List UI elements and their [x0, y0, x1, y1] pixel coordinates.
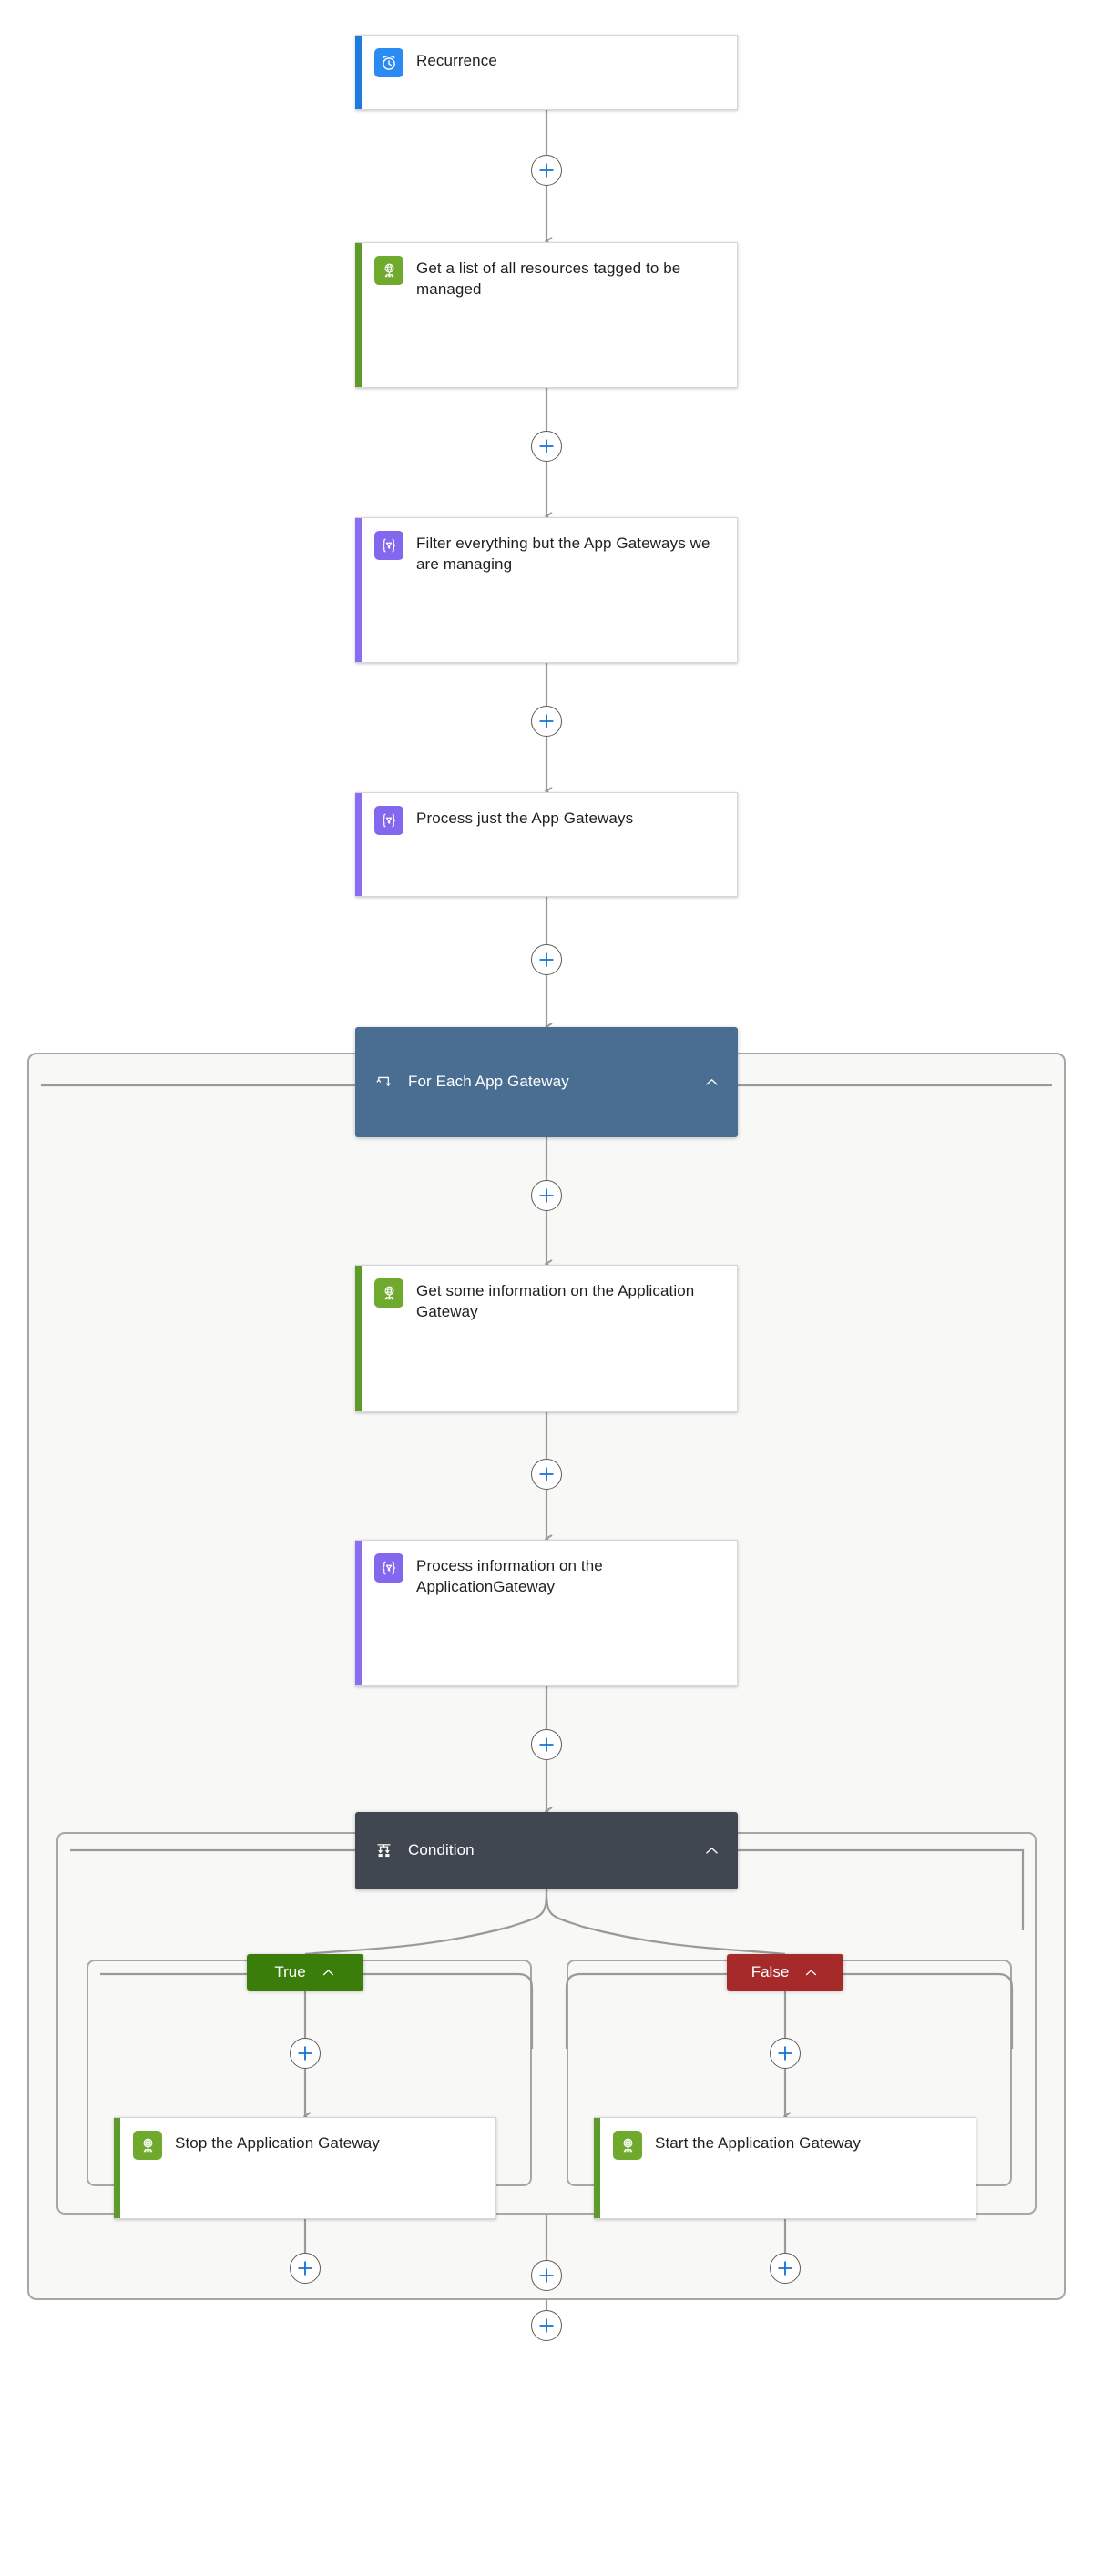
azure-resource-globe-icon — [374, 1278, 403, 1308]
azure-resource-globe-icon — [613, 2131, 642, 2160]
chevron-up-icon[interactable] — [321, 1965, 336, 1980]
add-step-button-after-process-info[interactable] — [531, 1729, 562, 1760]
node-filter-app-gateways[interactable]: Filter everything but the App Gateways w… — [355, 517, 738, 663]
azure-resource-globe-icon — [133, 2131, 162, 2160]
node-title: Get some information on the Application … — [416, 1282, 695, 1321]
add-step-button-after-get-info[interactable] — [531, 1459, 562, 1490]
add-step-button-false-after-start[interactable] — [770, 2253, 801, 2284]
node-title: Process just the App Gateways — [416, 809, 634, 827]
scope-title: Condition — [408, 1841, 475, 1859]
node-title: Start the Application Gateway — [655, 2134, 861, 2152]
condition-branch-icon — [372, 1841, 395, 1860]
node-get-app-gateway-info[interactable]: Get some information on the Application … — [355, 1265, 738, 1412]
node-process-app-gateway-info[interactable]: Process information on the ApplicationGa… — [355, 1540, 738, 1686]
branch-label-text: True — [274, 1963, 306, 1980]
node-accent-bar — [355, 36, 362, 109]
node-accent-bar — [355, 793, 362, 896]
scope-header-condition[interactable]: Condition — [355, 1812, 738, 1889]
add-step-button-after-foreach-header[interactable] — [531, 1180, 562, 1211]
add-step-button-after-filter[interactable] — [531, 706, 562, 737]
data-operation-query-icon — [374, 806, 403, 835]
node-accent-bar — [114, 2118, 120, 2218]
foreach-loop-icon — [372, 1073, 395, 1092]
chevron-up-icon[interactable] — [803, 1965, 819, 1980]
data-operation-query-icon — [374, 531, 403, 560]
node-process-app-gateways[interactable]: Process just the App Gateways — [355, 792, 738, 897]
branch-label-false[interactable]: False — [727, 1954, 843, 1991]
node-title: Filter everything but the App Gateways w… — [416, 535, 710, 574]
node-accent-bar — [355, 243, 362, 387]
node-start-application-gateway[interactable]: Start the Application Gateway — [594, 2117, 976, 2219]
node-get-list-of-resources[interactable]: Get a list of all resources tagged to be… — [355, 242, 738, 388]
branch-label-text: False — [751, 1963, 790, 1980]
scope-header-for-each-app-gateway[interactable]: For Each App Gateway — [355, 1027, 738, 1137]
add-step-button-after-condition[interactable] — [531, 2260, 562, 2291]
add-step-button-true-before-stop[interactable] — [290, 2038, 321, 2069]
node-accent-bar — [355, 1541, 362, 1685]
add-step-button-false-before-start[interactable] — [770, 2038, 801, 2069]
add-step-button-after-get-list[interactable] — [531, 431, 562, 462]
azure-resource-globe-icon — [374, 256, 403, 285]
node-accent-bar — [355, 1266, 362, 1411]
node-title: Recurrence — [416, 52, 497, 69]
add-step-button-after-recurrence[interactable] — [531, 155, 562, 186]
add-step-button-after-foreach[interactable] — [531, 2310, 562, 2341]
node-stop-application-gateway[interactable]: Stop the Application Gateway — [114, 2117, 496, 2219]
node-title: Process information on the ApplicationGa… — [416, 1557, 603, 1596]
node-accent-bar — [355, 518, 362, 662]
node-recurrence[interactable]: Recurrence — [355, 35, 738, 110]
add-step-button-true-after-stop[interactable] — [290, 2253, 321, 2284]
node-accent-bar — [594, 2118, 600, 2218]
alarm-clock-icon — [374, 48, 403, 77]
scope-title: For Each App Gateway — [408, 1073, 569, 1091]
data-operation-query-icon — [374, 1553, 403, 1583]
node-title: Get a list of all resources tagged to be… — [416, 260, 681, 299]
chevron-up-icon[interactable] — [700, 1074, 723, 1091]
branch-label-true[interactable]: True — [247, 1954, 363, 1991]
chevron-up-icon[interactable] — [700, 1842, 723, 1859]
add-step-button-after-process-app-gateways[interactable] — [531, 944, 562, 975]
node-title: Stop the Application Gateway — [175, 2134, 380, 2152]
